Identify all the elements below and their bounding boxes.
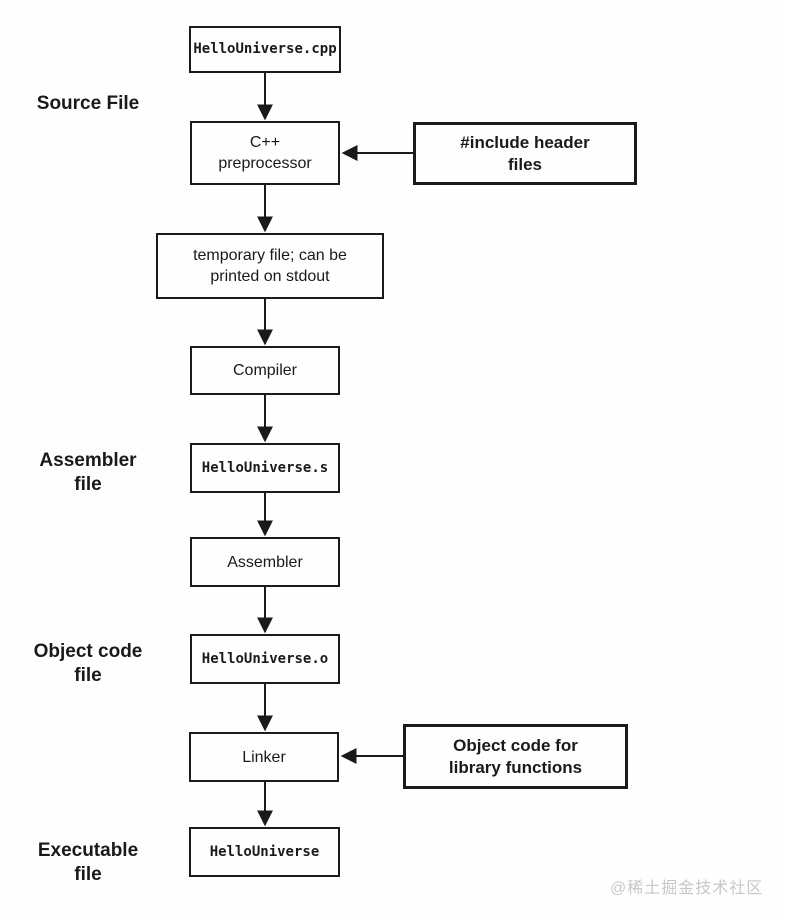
stage-label-object-code-file-line2: file	[74, 665, 102, 686]
node-object-file-box: HelloUniverse.o	[190, 634, 340, 684]
node-executable-box: HelloUniverse	[189, 827, 340, 877]
node-object-code-lib-line1: Object code for	[453, 735, 578, 755]
node-temp-file: temporary file; can be printed on stdout	[156, 233, 384, 299]
node-include-headers-line2: files	[507, 154, 543, 174]
stage-label-object-code-file: Object code file	[8, 640, 168, 688]
stage-label-assembler-file-line2: file	[74, 474, 102, 495]
stage-label-executable-file-line1: Executable	[37, 840, 139, 861]
node-assembler-label: Assembler	[227, 553, 303, 571]
stage-label-assembler-file-line1: Assembler	[39, 450, 137, 471]
node-linker-label: Linker	[242, 748, 286, 766]
node-temp-file-line2: printed on stdout	[210, 268, 330, 285]
node-assembler-file-box: HelloUniverse.s	[190, 443, 340, 493]
node-executable-label: HelloUniverse	[209, 843, 320, 860]
node-object-code-lib-line2: library functions	[448, 757, 583, 777]
node-linker: Linker	[189, 732, 339, 782]
stage-label-source-file-line1: Source File	[36, 93, 140, 114]
node-compiler-label: Compiler	[232, 362, 297, 379]
node-object-file-label: HelloUniverse.o	[201, 650, 329, 667]
node-cpp-preprocessor: C++ preprocessor	[190, 121, 340, 185]
node-assembler-file-label: HelloUniverse.s	[201, 459, 329, 476]
node-cpp-preprocessor-line1: C++	[249, 134, 281, 151]
watermark-text: @稀土掘金技术社区	[610, 880, 764, 897]
stage-label-executable-file-line2: file	[74, 864, 102, 885]
stage-label-source-file: Source File	[18, 92, 158, 116]
node-source-file-label: HelloUniverse.cpp	[193, 41, 337, 57]
node-cpp-preprocessor-line2: preprocessor	[218, 155, 312, 172]
node-source-file-box: HelloUniverse.cpp	[189, 26, 341, 73]
node-compiler: Compiler	[190, 346, 340, 395]
stage-label-assembler-file: Assembler file	[18, 449, 158, 497]
node-include-headers: #include header files	[413, 122, 637, 185]
node-object-code-lib: Object code for library functions	[403, 724, 628, 789]
node-temp-file-line1: temporary file; can be	[193, 247, 347, 264]
stage-label-executable-file: Executable file	[18, 839, 158, 887]
node-include-headers-line1: #include header	[460, 132, 590, 152]
node-assembler: Assembler	[190, 537, 340, 587]
stage-label-object-code-file-line1: Object code	[33, 641, 143, 662]
